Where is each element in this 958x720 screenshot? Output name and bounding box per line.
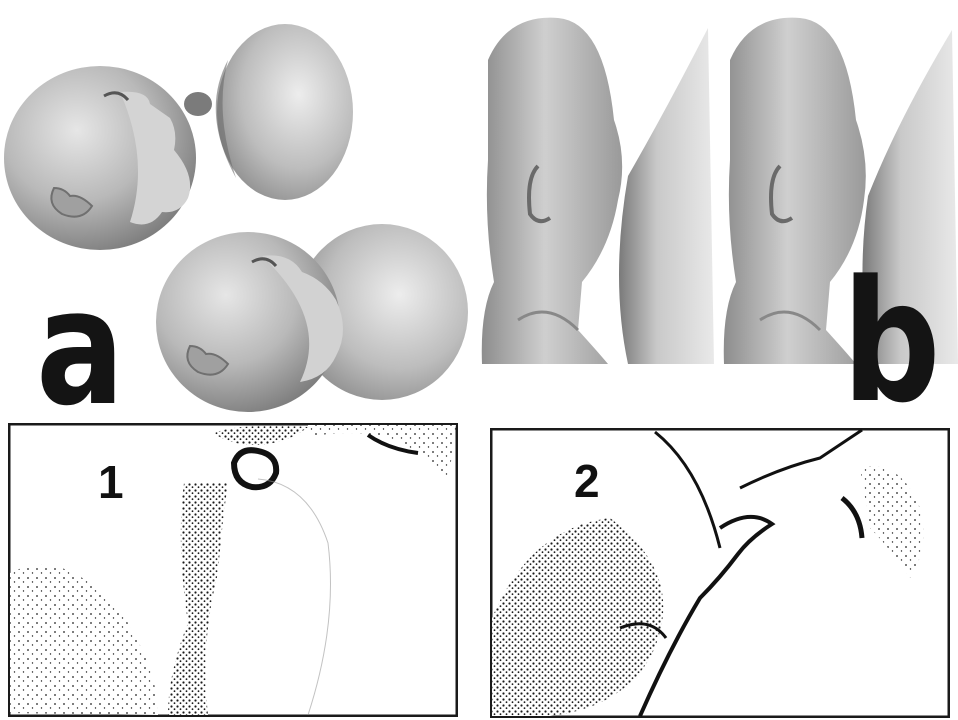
panel-label-b: b [842,258,941,426]
latch-photo-2 [490,428,950,718]
latch-photo-1 [8,423,458,717]
panel-label-a: a [36,268,125,428]
baby-side-left [482,18,622,364]
panel-label-2: 2 [574,458,600,504]
panel-label-1: 1 [98,459,124,505]
panel-b-illustration: b [478,0,958,420]
panel-photo-1: 1 [8,423,458,717]
breast-side-left [619,28,714,364]
breast-upper [184,24,353,200]
panel-photo-2: 2 [490,428,950,718]
baby-head-upper [4,66,196,250]
panel-a-illustration: a [0,0,470,420]
